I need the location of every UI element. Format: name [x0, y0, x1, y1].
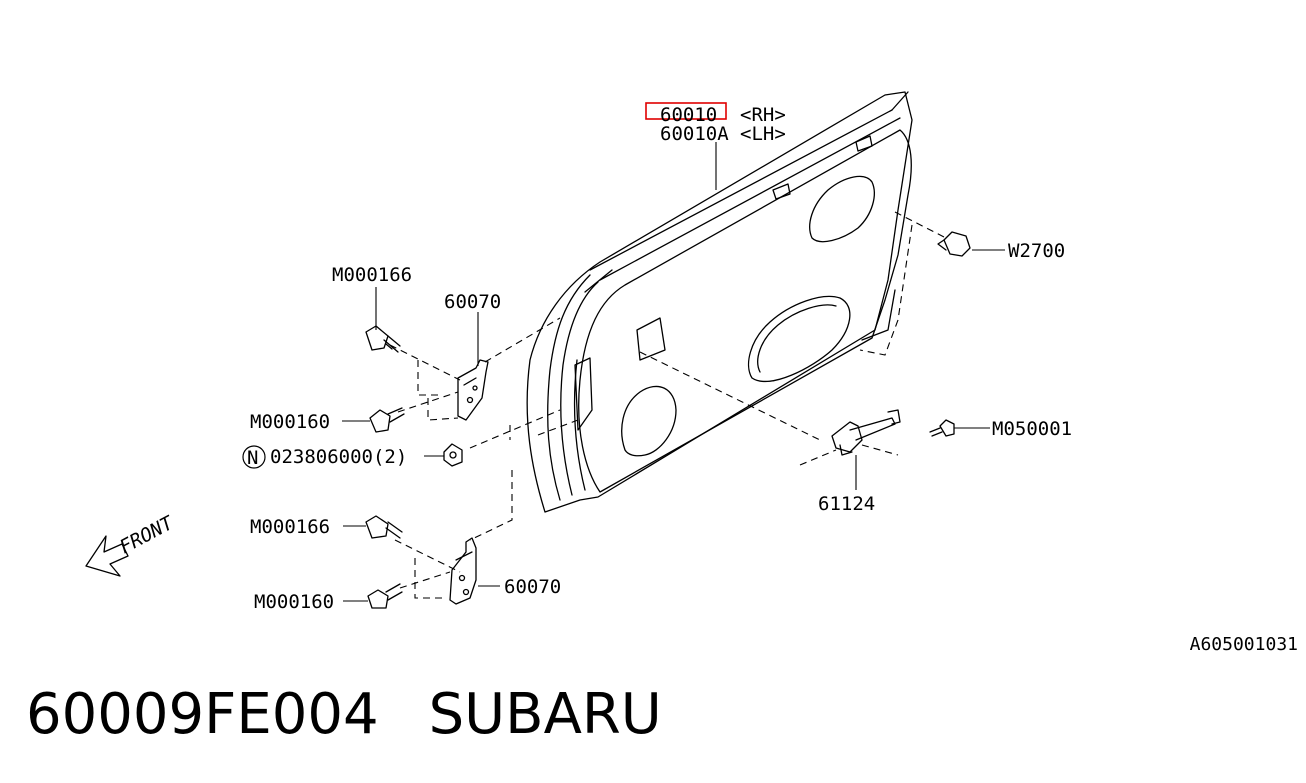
parts-diagram: FRONT 60010 <RH> 60010A <LH> W2700 M0001…	[85, 91, 1072, 613]
label-bolt-bottom-lower[interactable]: M000160	[254, 591, 334, 613]
label-checker[interactable]: 61124	[818, 493, 875, 515]
footer-part-number: 60009FE004	[26, 682, 379, 747]
nut-badge-circle	[242, 445, 266, 469]
nut-part	[443, 443, 463, 467]
bolt-upper-2	[369, 407, 405, 433]
bolt-upper-1	[365, 325, 401, 353]
footer-brand: SUBARU	[428, 682, 662, 747]
bolt-lower-1	[365, 515, 403, 539]
label-door-rh-side: <RH>	[740, 104, 786, 126]
label-nut[interactable]: 023806000(2)	[270, 446, 407, 468]
label-checker-bolt[interactable]: M050001	[992, 418, 1072, 440]
label-nut-badge: N	[247, 447, 258, 469]
label-bolt-top-upper[interactable]: M000166	[332, 264, 412, 286]
upper-hinge	[457, 359, 489, 421]
label-bolt-top-lower[interactable]: M000160	[250, 411, 330, 433]
label-door-lh[interactable]: 60010A	[660, 123, 729, 145]
lower-hinge	[449, 537, 477, 605]
label-clip[interactable]: W2700	[1008, 240, 1065, 262]
label-door-lh-side: <LH>	[740, 123, 786, 145]
label-bolt-bottom-upper[interactable]: M000166	[250, 516, 330, 538]
label-hinge-lower[interactable]: 60070	[504, 576, 561, 598]
front-label: FRONT	[116, 511, 178, 558]
bolt-lower-2	[367, 583, 403, 609]
exploded-view-svg: FRONT 60010 <RH> 60010A <LH> W2700 M0001…	[85, 91, 1072, 613]
label-hinge-upper[interactable]: 60070	[444, 291, 501, 313]
front-arrow: FRONT	[85, 511, 178, 577]
door-panel	[526, 91, 913, 513]
clip-part	[937, 231, 971, 257]
checker-bolt	[929, 419, 955, 437]
label-door-rh[interactable]: 60010	[660, 104, 717, 126]
footer-title: 60009FE004 SUBARU	[26, 682, 662, 747]
diagram-reference: A605001031	[1189, 634, 1298, 655]
assembly-lines	[389, 211, 947, 599]
highlight-box	[645, 102, 727, 120]
leader-lines	[342, 142, 1005, 602]
door-checker	[831, 409, 901, 456]
